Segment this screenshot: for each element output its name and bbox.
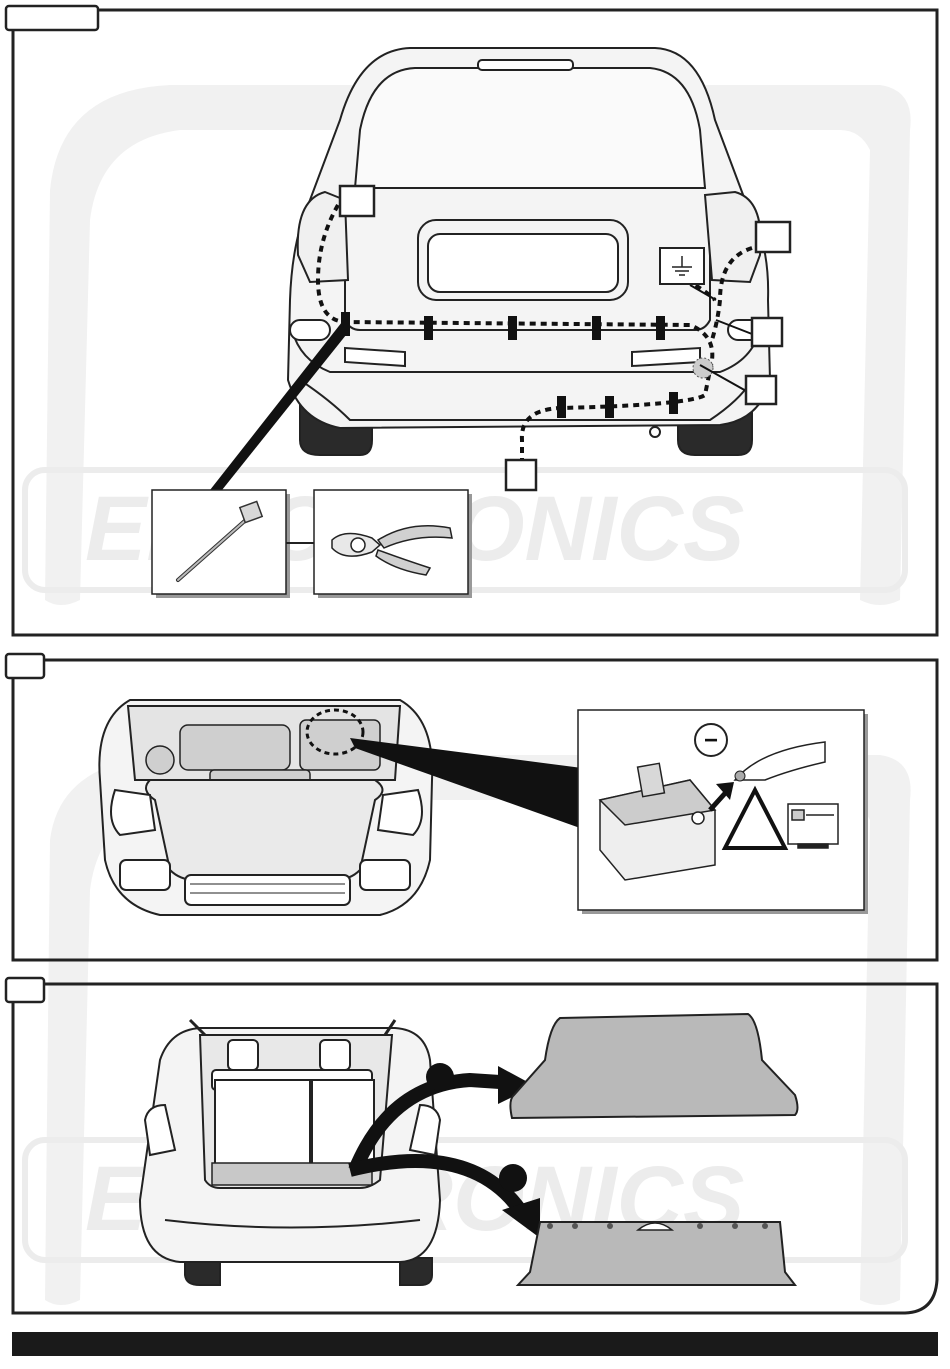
callout-box-4 [746, 376, 776, 404]
step-1-number-box [6, 6, 98, 30]
negative-terminal-sign: − [695, 724, 727, 756]
callout-box-3 [752, 318, 782, 346]
callout-box-1 [340, 186, 374, 216]
parcel-shelf [510, 1014, 797, 1118]
svg-text:−: − [704, 727, 718, 754]
callout-box-5 [506, 460, 536, 490]
rear-trim-panel [518, 1222, 795, 1285]
car-front-engine-view [99, 700, 432, 915]
step-2-number-box [6, 654, 44, 678]
manual-book-icon [788, 804, 838, 848]
grommet-hole [693, 358, 713, 378]
battery-detail: − [578, 710, 868, 914]
footer-bar [12, 1332, 938, 1356]
callout-circle-2 [499, 1164, 527, 1192]
callout-box-2 [756, 222, 790, 252]
step-3-number-box [6, 978, 44, 1002]
callout-circle-1 [426, 1063, 454, 1091]
ground-icon [660, 248, 704, 284]
car-rear-open-boot [140, 1020, 440, 1285]
step-2-panel: − [6, 654, 937, 960]
